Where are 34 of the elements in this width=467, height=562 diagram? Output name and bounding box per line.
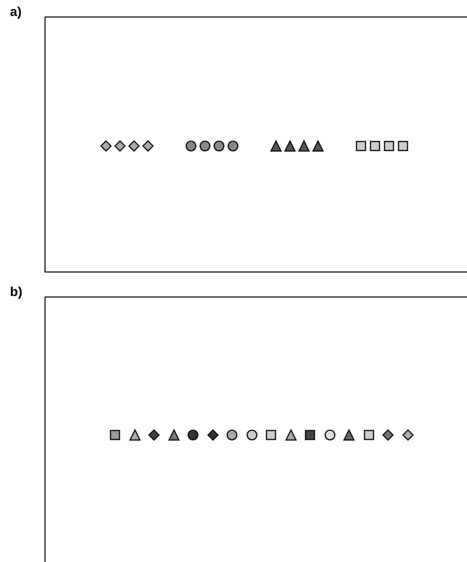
square-marker [369,140,381,152]
diamond-marker [100,140,112,152]
triangle-marker [270,140,282,152]
square-marker [362,429,374,441]
circle-marker [226,429,238,441]
square-marker [397,140,409,152]
circle-marker [227,140,239,152]
triangle-marker [298,140,310,152]
triangle-marker [128,429,140,441]
square-marker [355,140,367,152]
circle-marker [199,140,211,152]
square-marker [383,140,395,152]
circle-marker [213,140,225,152]
circle-marker [324,429,336,441]
diamond-marker [206,429,218,441]
triangle-marker [284,140,296,152]
panel-label: b) [10,284,22,299]
circle-marker [246,429,258,441]
square-marker [265,429,277,441]
diamond-marker [142,140,154,152]
diamond-marker [382,429,394,441]
diamond-marker [114,140,126,152]
circle-marker [185,140,197,152]
triangle-marker [312,140,324,152]
triangle-marker [284,429,296,441]
panel-label: a) [10,4,22,19]
diamond-marker [128,140,140,152]
square-marker [109,429,121,441]
square-marker [304,429,316,441]
circle-marker [187,429,199,441]
triangle-marker [343,429,355,441]
diamond-marker [148,429,160,441]
triangle-marker [168,429,180,441]
diamond-marker [402,429,414,441]
